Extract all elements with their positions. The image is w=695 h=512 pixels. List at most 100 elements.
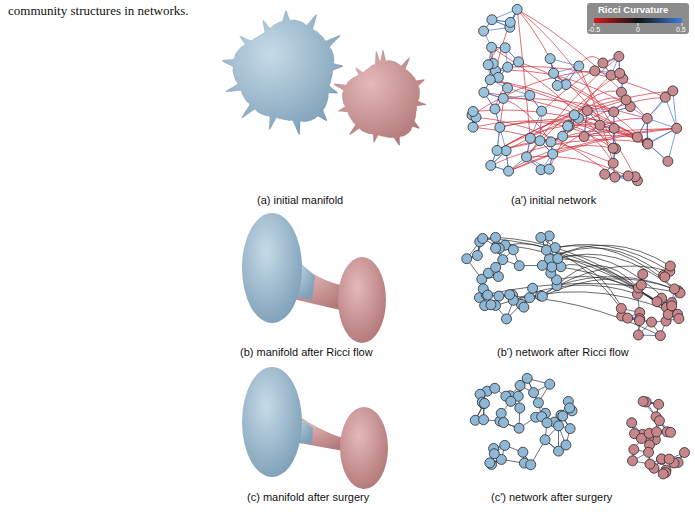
- panel-caption: (c') network after surgery: [491, 491, 612, 503]
- colorbar-tick: [682, 23, 683, 26]
- network-node: [558, 411, 568, 421]
- network-node: [542, 418, 552, 428]
- network-node: [503, 62, 513, 72]
- network-node: [609, 123, 619, 133]
- panel-caption: (b) manifold after Ricci flow: [240, 346, 373, 358]
- body-text: community structures in networks.: [8, 4, 189, 18]
- network-node: [574, 61, 584, 71]
- network-node: [652, 297, 662, 307]
- network-node: [615, 68, 625, 78]
- network-edge: [492, 47, 614, 148]
- network-node: [535, 136, 545, 146]
- network-edge: [497, 128, 677, 150]
- network-node: [486, 160, 496, 170]
- network-node: [666, 427, 676, 437]
- network-node: [660, 92, 670, 102]
- network-node: [582, 106, 592, 116]
- colorbar-tick-label: -0.5: [588, 26, 600, 34]
- network-node: [636, 280, 646, 290]
- network-node: [545, 54, 555, 64]
- network-node: [483, 60, 493, 70]
- network-node: [487, 15, 497, 25]
- network-node: [544, 164, 554, 174]
- network-node: [479, 87, 489, 97]
- network-node: [638, 269, 648, 279]
- network-node: [537, 106, 547, 116]
- network-node: [487, 42, 497, 52]
- network-node: [491, 243, 501, 253]
- network-node: [608, 158, 618, 168]
- network-node: [537, 260, 547, 270]
- network-node: [548, 149, 558, 159]
- colorbar: [594, 18, 682, 23]
- network-node: [627, 418, 637, 428]
- colorbar-legend: [587, 3, 689, 34]
- network-node: [632, 132, 642, 142]
- network-node: [515, 403, 525, 413]
- network-node: [514, 57, 524, 67]
- network-node: [486, 300, 496, 310]
- network-edge: [499, 296, 660, 336]
- network-node: [554, 421, 564, 431]
- network-node: [595, 120, 605, 130]
- network-node: [658, 469, 668, 479]
- network-edge: [496, 70, 631, 106]
- network-node: [521, 152, 531, 162]
- network-node: [629, 445, 639, 455]
- network-node: [490, 383, 500, 393]
- network-edge: [506, 100, 626, 151]
- network-edge: [490, 80, 637, 137]
- network-node: [508, 245, 518, 255]
- network-node: [525, 90, 535, 100]
- network-node: [550, 243, 560, 253]
- network-edge: [578, 118, 647, 143]
- network-node: [525, 293, 535, 303]
- network-node: [506, 396, 516, 406]
- network-edge: [509, 146, 616, 172]
- network-node: [642, 113, 652, 123]
- network-node: [500, 43, 510, 53]
- network-edge: [561, 264, 628, 318]
- network-node: [608, 143, 618, 153]
- network-node: [633, 330, 643, 340]
- network-node: [495, 122, 505, 132]
- network-node: [598, 58, 608, 68]
- colorbar-tick: [594, 23, 595, 26]
- panel-caption: (c) manifold after surgery: [247, 491, 369, 503]
- network-edge: [483, 238, 679, 318]
- network-node: [569, 110, 579, 120]
- network-node: [545, 379, 555, 389]
- network-node: [490, 104, 500, 114]
- network-edge: [476, 117, 615, 177]
- network-node: [479, 26, 489, 36]
- network-node: [498, 93, 508, 103]
- network-node: [549, 68, 559, 78]
- network-edge: [505, 245, 677, 314]
- manifold-blob: [222, 10, 343, 135]
- network-node: [518, 447, 528, 457]
- network-node: [468, 106, 478, 116]
- legend-title: Ricci Curvature: [598, 5, 668, 15]
- network-node: [512, 4, 522, 14]
- network-node: [621, 95, 631, 105]
- network-node: [547, 262, 557, 272]
- network-node: [565, 403, 575, 413]
- network-edge: [497, 115, 574, 151]
- network-node: [667, 301, 677, 311]
- network-node: [663, 156, 673, 166]
- network-node: [519, 302, 529, 312]
- network-node: [494, 291, 504, 301]
- network-edge: [490, 80, 647, 143]
- network-node: [505, 17, 515, 27]
- network-node: [514, 423, 524, 433]
- network-node: [502, 83, 512, 93]
- network-node: [525, 133, 535, 143]
- network-node: [462, 254, 472, 264]
- network-node: [468, 122, 478, 132]
- network-node: [546, 137, 556, 147]
- network-edge: [549, 75, 611, 169]
- network-node: [600, 169, 610, 179]
- network-illustrations: [462, 4, 690, 479]
- network-node: [553, 253, 563, 263]
